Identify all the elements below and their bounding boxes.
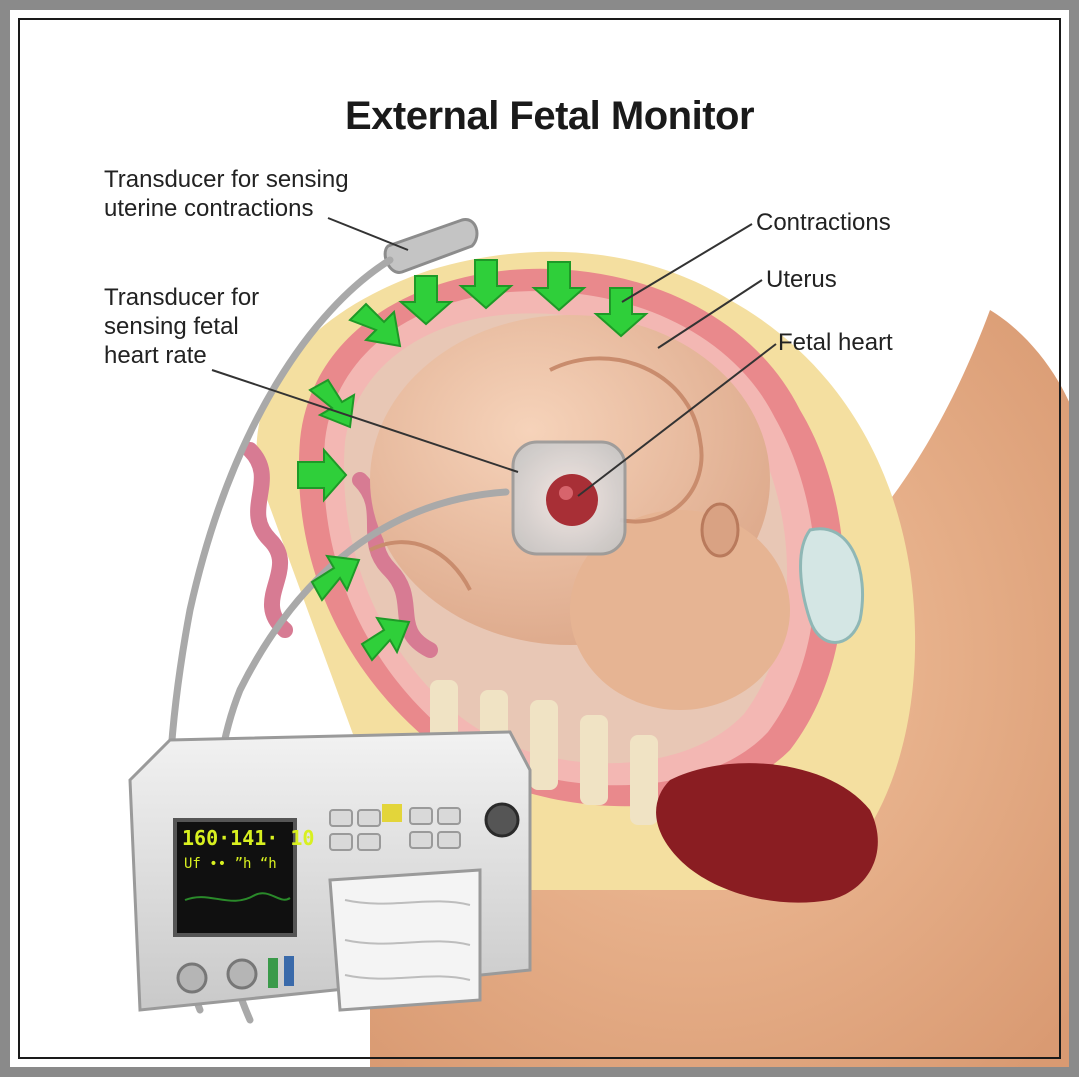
label-line: heart rate — [104, 341, 259, 370]
label-line: Transducer for sensing — [104, 165, 349, 194]
label-line: sensing fetal — [104, 312, 259, 341]
monitor-screen-line1: 160·141· 10 — [182, 826, 314, 850]
label-uterus: Uterus — [766, 265, 837, 294]
label-uterine-transducer: Transducer for sensing uterine contracti… — [104, 165, 349, 223]
label-fetal-heart: Fetal heart — [778, 328, 893, 357]
monitor-screen-line2: Uf •• ”h “h — [184, 856, 277, 872]
label-line: uterine contractions — [104, 194, 349, 223]
label-contractions: Contractions — [756, 208, 891, 237]
fetal-heart-transducer-pad — [513, 442, 625, 554]
label-fetal-transducer: Transducer for sensing fetal heart rate — [104, 283, 259, 370]
label-line: Transducer for — [104, 283, 259, 312]
diagram-title: External Fetal Monitor — [10, 94, 1079, 139]
